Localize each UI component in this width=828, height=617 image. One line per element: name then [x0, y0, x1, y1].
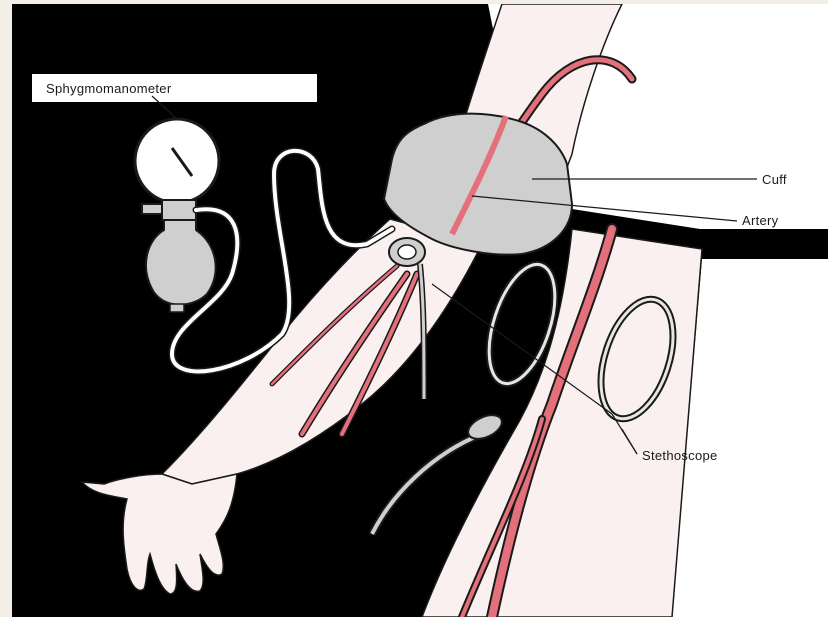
- blood-pressure-diagram: Sphygmomanometer Cuff Artery Stethoscope: [12, 4, 828, 617]
- label-cuff: Cuff: [762, 172, 787, 187]
- label-sphygmomanometer: Sphygmomanometer: [46, 81, 172, 96]
- hand: [82, 474, 237, 594]
- label-stethoscope: Stethoscope: [642, 448, 718, 463]
- inset-arm-section: [422, 229, 702, 617]
- illustration-frame: Sphygmomanometer Cuff Artery Stethoscope: [12, 4, 828, 617]
- label-artery: Artery: [742, 213, 779, 228]
- inflation-bulb-icon: [146, 220, 216, 312]
- gauge-dial-icon: [135, 119, 219, 220]
